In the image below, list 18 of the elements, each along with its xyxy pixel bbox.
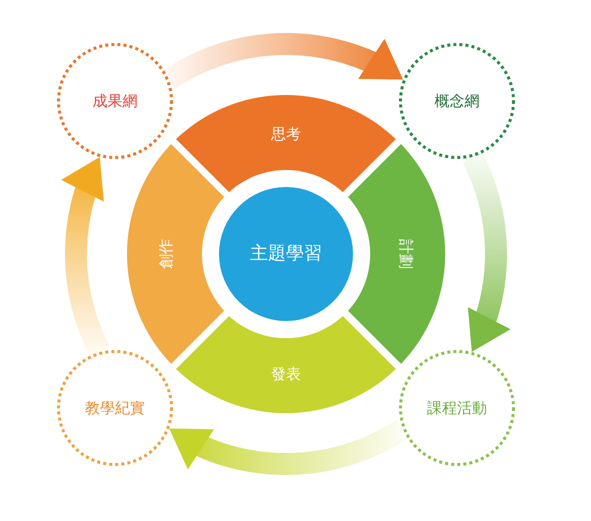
- segment-label: 思考: [270, 125, 301, 143]
- dotted-circle: [57, 43, 173, 159]
- center-circle: [219, 187, 353, 321]
- center-label: 主題學習: [250, 243, 322, 265]
- ring-segment: [176, 95, 396, 192]
- circle-label: 成果網: [92, 92, 138, 110]
- circle-label: 概念網: [434, 92, 480, 110]
- ring-segment: [127, 144, 224, 364]
- ring-segment: [176, 316, 396, 413]
- segment-label: 發表: [270, 364, 301, 383]
- dotted-circle: [57, 350, 173, 466]
- ring-segment: [348, 144, 445, 364]
- segment-label: 創作: [157, 238, 175, 269]
- circle-label: 課程活動: [427, 399, 487, 417]
- dotted-circle: [399, 350, 515, 466]
- circle-label: 教學紀實: [85, 399, 145, 417]
- segment-label: 計劃: [396, 238, 415, 269]
- dotted-circle: [399, 43, 515, 159]
